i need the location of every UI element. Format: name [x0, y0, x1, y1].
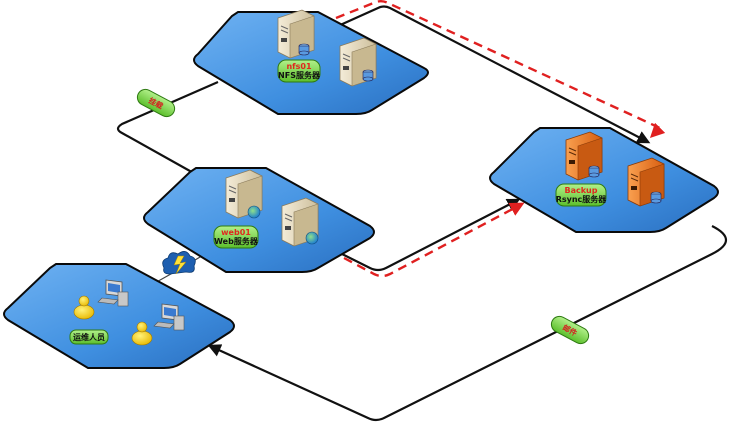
link-nfs-backup-realtime-sync [335, 0, 666, 139]
nfs-server-tower-2 [339, 37, 377, 87]
backup-node-badge: Backup Rsync服务器 [555, 183, 608, 207]
backup-server-tower-1 [565, 131, 603, 181]
link-web-to-backup [337, 198, 521, 272]
backup-server-tower-2 [627, 157, 665, 207]
ops-node-badge: 运维人员 [69, 329, 109, 345]
web-platform [143, 167, 375, 273]
link-web-backup-backup-sync [343, 202, 525, 278]
web-server-tower-2 [281, 197, 319, 247]
lightning-cloud-icon [162, 251, 196, 275]
user-workstation-icon [73, 279, 185, 346]
ops-platform [3, 263, 235, 369]
backup-node-role: Rsync服务器 [556, 194, 608, 204]
link-backup-mail-to-ops [207, 225, 728, 422]
link-nfs-mount-to-web [116, 80, 219, 182]
database-cylinder-icon [298, 43, 310, 56]
nfs-node-name: nfs01 [286, 62, 312, 71]
web-node-role: Web服务器 [214, 236, 259, 246]
backup-platform [489, 127, 719, 233]
backup-node-name: Backup [565, 186, 598, 195]
nfs-node-role: NFS服务器 [278, 70, 321, 80]
link-nfs-to-backup [337, 5, 651, 144]
globe-icon [247, 205, 261, 219]
mail-edge-label: 邮件 [550, 315, 590, 345]
nfs-node-badge: nfs01 NFS服务器 [277, 59, 321, 83]
mount-edge-label: 挂载 [136, 88, 176, 118]
web-node-name: web01 [221, 228, 251, 237]
web-node-badge: web01 Web服务器 [213, 225, 259, 249]
ops-node-name: 运维人员 [73, 332, 105, 342]
